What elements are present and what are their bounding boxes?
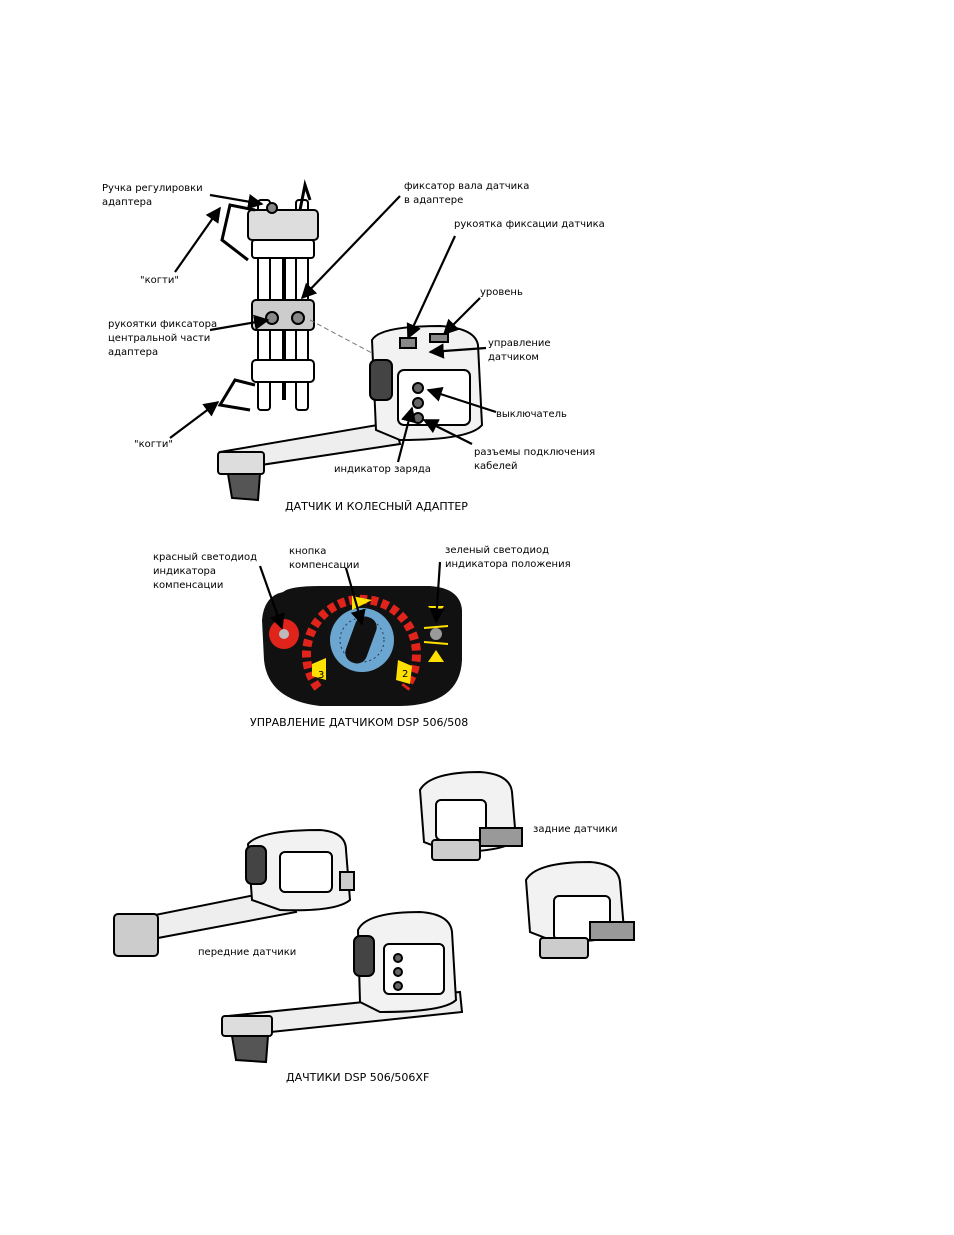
figure2-leaders (258, 561, 445, 630)
caption-figure2: УПРАВЛЕНИЕ ДАТЧИКОМ DSP 506/508 (250, 716, 469, 729)
label-level: уровень (480, 287, 523, 298)
label-charge-indicator: индикатор заряда (334, 464, 431, 475)
label-switch: выключатель (496, 409, 567, 420)
control-panel-illustration (262, 586, 462, 706)
rear-sensor-2-illustration (524, 860, 635, 959)
label-claws-bottom: "когти" (134, 439, 173, 450)
caption-figure1: ДАТЧИК И КОЛЕСНЫЙ АДАПТЕР (285, 500, 468, 513)
front-sensor-1-illustration (113, 828, 355, 957)
label-rear-sensors: задние датчики (533, 824, 618, 835)
label-central-lock-handles: рукоятки фиксатора центральной части ада… (108, 319, 218, 358)
dial-number-2: 2 (402, 669, 408, 680)
label-claws-top: "когти" (140, 275, 179, 286)
label-sensor-lock-handle: рукоятка фиксации датчика (454, 219, 605, 230)
front-sensor-2-illustration (221, 910, 464, 1064)
dial-number-3: 3 (318, 670, 324, 681)
wheel-adapter-illustration (217, 179, 319, 412)
caption-figure3: ДАЧТИКИ DSP 506/506XF (286, 1071, 430, 1084)
label-sensor-control: управление датчиком (488, 338, 551, 363)
figure1-leaders (169, 193, 497, 463)
label-front-sensors: передние датчики (198, 947, 297, 958)
label-red-led: красный светодиод индикатора компенсации (153, 552, 258, 591)
label-adapter-adjust-knob: Ручка регулировки адаптера (102, 183, 203, 208)
label-shaft-lock: фиксатор вала датчика в адаптере (404, 181, 530, 206)
rear-sensor-1-illustration (418, 770, 523, 861)
label-cable-connectors: разъемы подключения кабелей (474, 447, 596, 472)
green-led (430, 628, 442, 640)
label-compensation-button: кнопка компенсации (289, 546, 360, 571)
label-green-led: зеленый светодиод индикатора положения (445, 545, 571, 570)
alignment-dashed-line (309, 319, 386, 361)
